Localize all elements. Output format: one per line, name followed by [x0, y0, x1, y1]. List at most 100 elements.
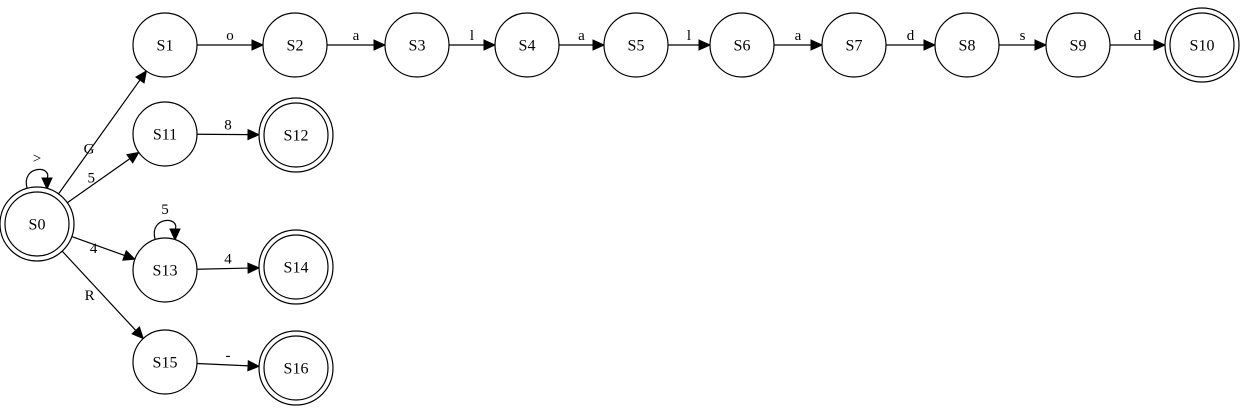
state-circle	[1045, 12, 1111, 78]
edge-path	[196, 267, 250, 270]
arrow-head	[131, 326, 145, 340]
state-circle	[263, 234, 329, 300]
transition-label: d	[1134, 28, 1142, 44]
state-circle	[263, 102, 329, 168]
state-label: S11	[153, 127, 177, 144]
edge-path	[71, 235, 126, 257]
state-circle	[132, 329, 198, 395]
state-circle	[603, 12, 669, 78]
state-s0: S0	[0, 186, 75, 262]
state-circle	[384, 12, 450, 78]
state-s15: S15	[132, 329, 198, 395]
transition-label: G	[84, 141, 95, 157]
arrow-head	[1153, 39, 1167, 51]
arrow-head	[251, 39, 265, 51]
state-circle	[263, 335, 329, 401]
state-circle	[4, 191, 70, 257]
state-label: S1	[157, 38, 174, 55]
transition-s13-to-s13: 5	[153, 202, 181, 242]
transition-s6-to-s7: a	[774, 28, 824, 51]
arrow-head	[41, 177, 53, 191]
transition-s0-to-s15: R	[61, 250, 145, 340]
transition-label: >	[33, 151, 41, 167]
transition-label: 4	[90, 241, 98, 257]
transition-label: s	[1020, 28, 1026, 44]
transition-s4-to-s5: a	[559, 28, 606, 51]
state-label: S12	[284, 128, 309, 145]
transition-s0-to-s11: 5	[66, 151, 140, 204]
loop-path	[153, 219, 177, 240]
transition-s0-to-s0: >	[25, 151, 53, 191]
transition-label: o	[226, 28, 234, 44]
transition-label: a	[578, 28, 585, 44]
arrow-head	[483, 39, 497, 51]
transition-s8-to-s9: s	[999, 28, 1048, 51]
transition-label: 5	[161, 202, 169, 218]
state-label: S6	[734, 38, 751, 55]
state-s16: S16	[258, 330, 334, 406]
transition-s15-to-s16: -	[196, 348, 261, 372]
transition-label: a	[795, 28, 802, 44]
transition-label: 8	[224, 117, 232, 133]
state-circle	[494, 12, 560, 78]
transition-s2-to-s3: a	[327, 28, 387, 51]
transition-label: -	[226, 348, 231, 364]
transition-label: a	[353, 28, 360, 44]
state-circle	[821, 12, 887, 78]
state-label: S3	[409, 38, 426, 55]
state-s2: S2	[262, 12, 328, 78]
state-label: S7	[846, 38, 863, 55]
state-s12: S12	[258, 97, 334, 173]
transition-s5-to-s6: l	[668, 28, 712, 51]
arrow-head	[1034, 39, 1048, 51]
arrow-head	[592, 39, 606, 51]
state-s7: S7	[821, 12, 887, 78]
transition-s0-to-s13: 4	[71, 235, 137, 261]
transition-s13-to-s14: 4	[196, 252, 261, 274]
state-label: S2	[287, 38, 304, 55]
state-label: S15	[153, 355, 178, 372]
arrow-head	[134, 70, 148, 84]
state-label: S16	[284, 361, 309, 378]
transition-label: R	[85, 288, 95, 304]
transition-label: l	[470, 28, 474, 44]
state-s6: S6	[709, 12, 775, 78]
state-s14: S14	[258, 229, 334, 305]
state-s3: S3	[384, 12, 450, 78]
arrow-head	[169, 228, 181, 242]
arrow-head	[122, 249, 137, 261]
loop-path	[25, 168, 49, 189]
state-label: S0	[29, 217, 46, 234]
transition-s3-to-s4: l	[449, 28, 497, 51]
state-circle	[262, 12, 328, 78]
arrow-head	[126, 151, 140, 164]
transition-label: l	[687, 28, 691, 44]
arrow-head	[810, 39, 824, 51]
arrow-head	[923, 39, 937, 51]
transition-s7-to-s8: d	[886, 28, 937, 51]
edge-path	[66, 157, 131, 204]
transition-s0-to-s1: G	[58, 70, 148, 195]
state-s10: S10	[1164, 7, 1240, 83]
transition-label: 5	[88, 171, 96, 187]
arrow-head	[247, 360, 261, 372]
state-label: S8	[959, 38, 976, 55]
state-label: S4	[519, 38, 536, 55]
state-s5: S5	[603, 12, 669, 78]
state-circle	[132, 12, 198, 78]
transition-label: 4	[224, 252, 232, 268]
edge-path	[58, 78, 142, 195]
state-label: S13	[153, 263, 178, 280]
state-circle	[132, 101, 198, 167]
state-s8: S8	[934, 12, 1000, 78]
state-label: S14	[284, 260, 309, 277]
state-circle	[934, 12, 1000, 78]
transition-label: d	[907, 28, 915, 44]
transition-s11-to-s12: 8	[196, 117, 261, 141]
state-s11: S11	[132, 101, 198, 167]
state-s1: S1	[132, 12, 198, 78]
arrow-head	[373, 39, 387, 51]
state-label: S9	[1070, 38, 1087, 55]
